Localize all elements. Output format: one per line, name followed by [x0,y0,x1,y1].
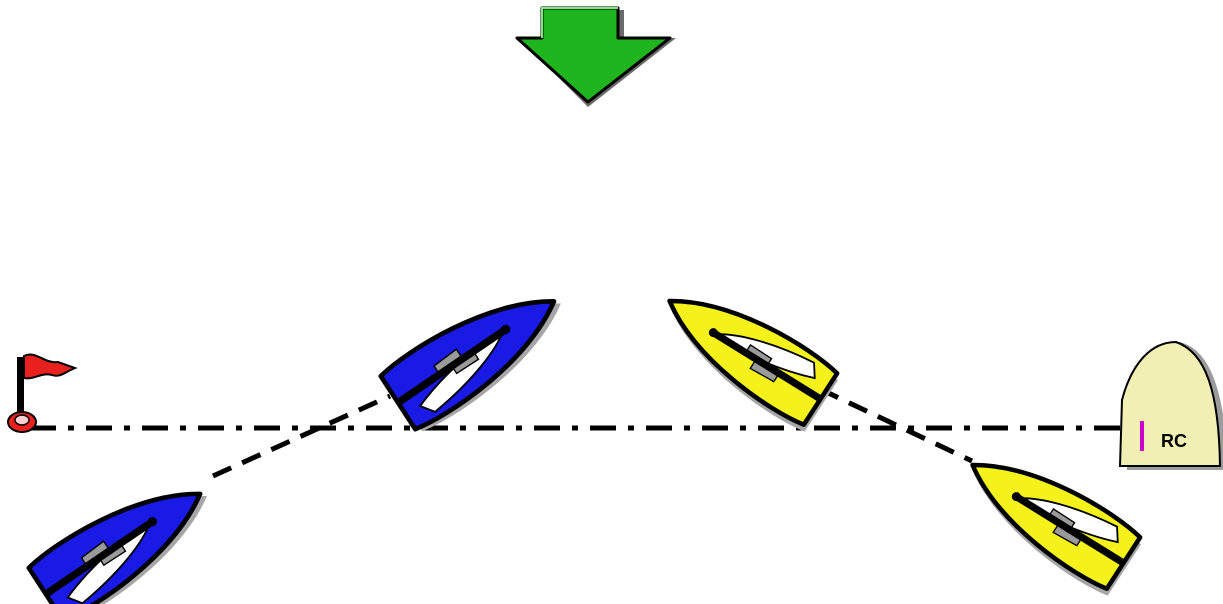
yellow-boat-upper [651,279,840,435]
wind-arrow-icon [515,6,676,107]
rc-flag-icon [1140,421,1144,451]
blue-boat-upper [378,274,581,435]
pin-flag-icon [23,353,78,380]
blue-boat-lower [26,466,226,604]
flag-pole [17,357,24,419]
blue-boat-track [211,393,392,479]
yellow-boat-lower [954,443,1143,599]
committee-boat-label: RC [1161,431,1187,451]
pin-end-mark [7,353,78,433]
yellow-boat-track [818,386,974,464]
committee-boat: RC [1118,340,1223,470]
